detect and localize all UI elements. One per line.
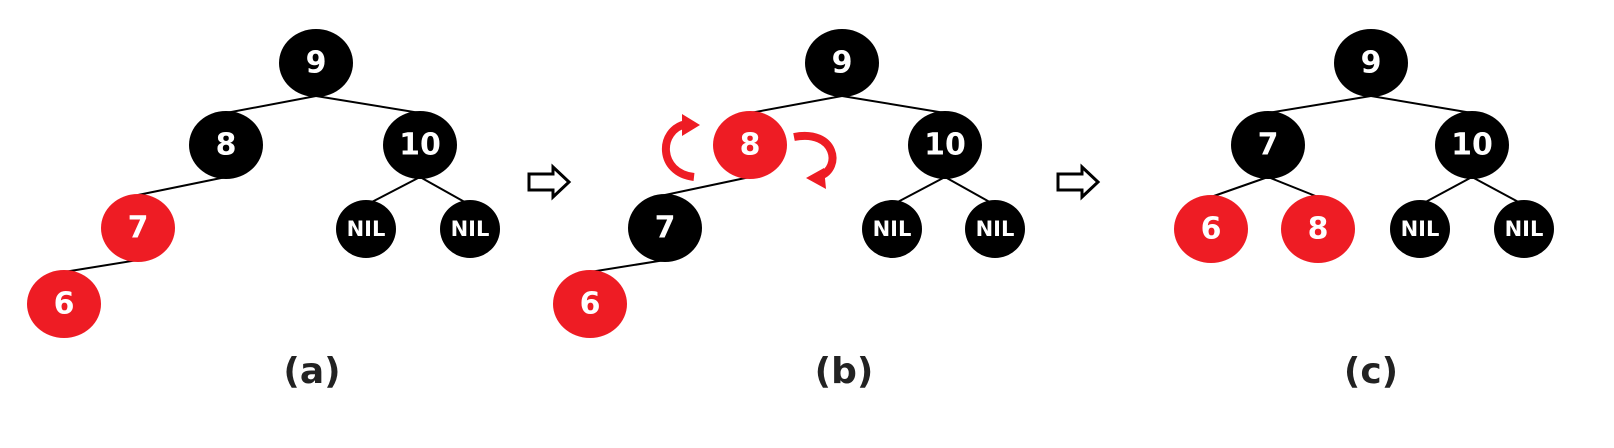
edge-7-6 xyxy=(1210,176,1269,198)
edge-7-8 xyxy=(1267,176,1319,198)
edge-8-7 xyxy=(137,176,227,196)
edge-10-nil xyxy=(1419,176,1473,206)
tree-node xyxy=(279,29,353,97)
tree-node xyxy=(713,111,787,179)
tree-node xyxy=(383,111,457,179)
tree-node xyxy=(27,270,101,338)
node-label: 7 xyxy=(1258,128,1279,163)
edge-9-10 xyxy=(841,95,946,114)
tree-node xyxy=(1174,195,1248,263)
rotate-ccw-icon xyxy=(661,114,700,181)
tree-node xyxy=(805,29,879,97)
hollow-right-arrow-icon xyxy=(1056,163,1101,201)
panel-caption: (b) xyxy=(815,351,874,392)
tree-node xyxy=(1334,29,1408,97)
node-label: 6 xyxy=(1201,212,1222,247)
tree-node xyxy=(908,111,982,179)
node-label: NIL xyxy=(1505,217,1544,241)
edge-10-nil xyxy=(1471,176,1525,206)
panel-caption: (a) xyxy=(283,351,340,392)
edge-10-nil xyxy=(891,176,946,206)
edge-7-6 xyxy=(63,259,139,273)
edge-8-7 xyxy=(664,176,751,196)
tree-node xyxy=(628,194,702,262)
nil-leaf xyxy=(1494,200,1554,258)
tree-node xyxy=(189,111,263,179)
rotate-cw-icon xyxy=(793,131,837,189)
node-label: 9 xyxy=(832,46,853,81)
node-label: 8 xyxy=(740,128,761,163)
edge-10-nil xyxy=(419,176,471,206)
tree-node xyxy=(553,270,627,338)
edge-7-6 xyxy=(589,259,666,273)
panel-a: 9 8 10 7 NIL NIL 6 (a) xyxy=(27,29,500,392)
edge-10-nil xyxy=(365,176,421,206)
nil-leaf xyxy=(1390,200,1450,258)
edge-9-8 xyxy=(749,95,843,114)
tree-node xyxy=(1281,195,1355,263)
edge-10-nil xyxy=(944,176,996,206)
tree-node xyxy=(1231,111,1305,179)
hollow-right-arrow-icon xyxy=(527,163,572,201)
node-label: 6 xyxy=(54,287,75,322)
nil-leaf xyxy=(336,200,396,258)
node-label: 6 xyxy=(580,287,601,322)
edge-9-10 xyxy=(315,95,421,114)
edge-9-10 xyxy=(1370,95,1473,114)
panel-caption: (c) xyxy=(1344,351,1398,392)
tree-node xyxy=(101,194,175,262)
node-label: 10 xyxy=(924,128,966,163)
node-label: NIL xyxy=(451,217,490,241)
node-label: 10 xyxy=(1451,128,1493,163)
node-label: 7 xyxy=(128,211,149,246)
nil-leaf xyxy=(862,200,922,258)
node-label: 8 xyxy=(1308,212,1329,247)
node-label: 9 xyxy=(306,46,327,81)
node-label: NIL xyxy=(976,217,1015,241)
node-label: 8 xyxy=(216,128,237,163)
node-label: 9 xyxy=(1361,46,1382,81)
node-label: 10 xyxy=(399,128,441,163)
tree-node xyxy=(1435,111,1509,179)
node-label: 7 xyxy=(655,211,676,246)
tree-edges xyxy=(63,95,1525,273)
panel-b: 9 8 10 7 NIL NIL 6 (b) xyxy=(553,29,1025,392)
node-label: NIL xyxy=(873,217,912,241)
edge-9-8 xyxy=(225,95,317,114)
node-label: NIL xyxy=(1401,217,1440,241)
nil-leaf xyxy=(965,200,1025,258)
panel-c: 9 7 10 6 8 NIL NIL (c) xyxy=(1174,29,1554,392)
nil-leaf xyxy=(440,200,500,258)
node-label: NIL xyxy=(347,217,386,241)
edge-9-7 xyxy=(1267,95,1372,114)
